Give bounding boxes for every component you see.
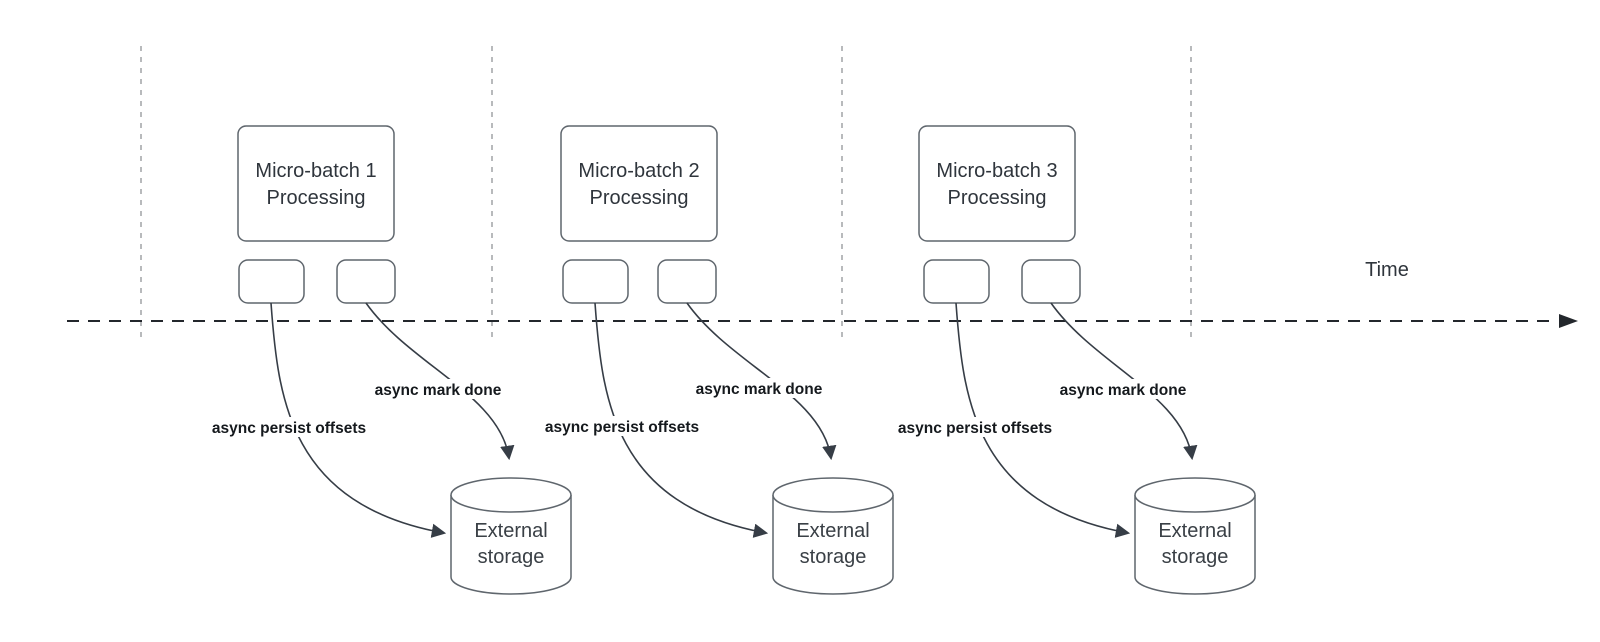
- batch-1-group: Micro-batch 1 Processing async persist o…: [201, 125, 572, 595]
- batch-1-mark-done-task-box: [336, 259, 396, 304]
- batch-1-persist-task-box: [238, 259, 305, 304]
- batch-2-storage-label-line2: storage: [800, 546, 867, 568]
- batch-2-group: Micro-batch 2 Processing async persist o…: [534, 125, 894, 595]
- batch-3-persist-label-bg: [887, 417, 1063, 437]
- batch-1-storage-label-line1: External: [474, 520, 547, 542]
- batch-2-external-storage-cylinder: External storage: [772, 477, 894, 595]
- batch-3-mark-done-label-bg: [1049, 379, 1197, 399]
- micro-batch-1-label-line1: Micro-batch 1: [255, 160, 376, 182]
- batch-2-cylinder-top-icon: [772, 477, 894, 513]
- batch-3-cylinder-top-icon: [1134, 477, 1256, 513]
- micro-batch-2-processing-box: [560, 125, 718, 242]
- time-axis-label: Time: [1365, 259, 1409, 281]
- batch-3-persist-offsets-label: async persist offsets: [898, 420, 1052, 437]
- batch-2-mark-done-label-bg: [685, 378, 833, 398]
- batch-2-storage-label-line1: External: [796, 520, 869, 542]
- micro-batch-1-label-line2: Processing: [267, 187, 366, 209]
- batch-1-persist-offsets-arrow: [270, 302, 447, 538]
- batch-1-cylinder-top-icon: [450, 477, 572, 513]
- batch-2-mark-done-label: async mark done: [696, 381, 823, 398]
- micro-batch-1-processing-box: [237, 125, 395, 242]
- batch-1-external-storage-cylinder: External storage: [450, 477, 572, 595]
- batch-1-mark-done-label: async mark done: [375, 382, 502, 399]
- batch-3-mark-done-task-box: [1021, 259, 1081, 304]
- batch-2-persist-offsets-arrow: [594, 302, 769, 538]
- micro-batch-2-label-line2: Processing: [590, 187, 689, 209]
- batch-3-storage-label-line2: storage: [1162, 546, 1229, 568]
- batch-2-persist-label-bg: [534, 416, 710, 436]
- batch-2-persist-offsets-label: async persist offsets: [545, 419, 699, 436]
- batch-2-mark-done-task-box: [657, 259, 717, 304]
- batch-3-persist-offsets-arrow: [955, 302, 1131, 538]
- micro-batch-3-label-line2: Processing: [948, 187, 1047, 209]
- batch-3-group: Micro-batch 3 Processing async persist o…: [887, 125, 1256, 595]
- batch-1-storage-label-line2: storage: [478, 546, 545, 568]
- batch-3-mark-done-label: async mark done: [1060, 382, 1187, 399]
- batch-3-storage-label-line1: External: [1158, 520, 1231, 542]
- batch-1-persist-offsets-label: async persist offsets: [212, 420, 366, 437]
- batch-2-persist-task-box: [562, 259, 629, 304]
- micro-batch-2-label-line1: Micro-batch 2: [578, 160, 699, 182]
- micro-batch-3-processing-box: [918, 125, 1076, 242]
- time-axis-arrowhead-icon: [1559, 314, 1578, 328]
- batch-1-mark-done-label-bg: [364, 379, 512, 399]
- batch-1-persist-label-bg: [201, 417, 377, 437]
- batch-3-persist-task-box: [923, 259, 990, 304]
- batch-3-external-storage-cylinder: External storage: [1134, 477, 1256, 595]
- micro-batch-3-label-line1: Micro-batch 3: [936, 160, 1057, 182]
